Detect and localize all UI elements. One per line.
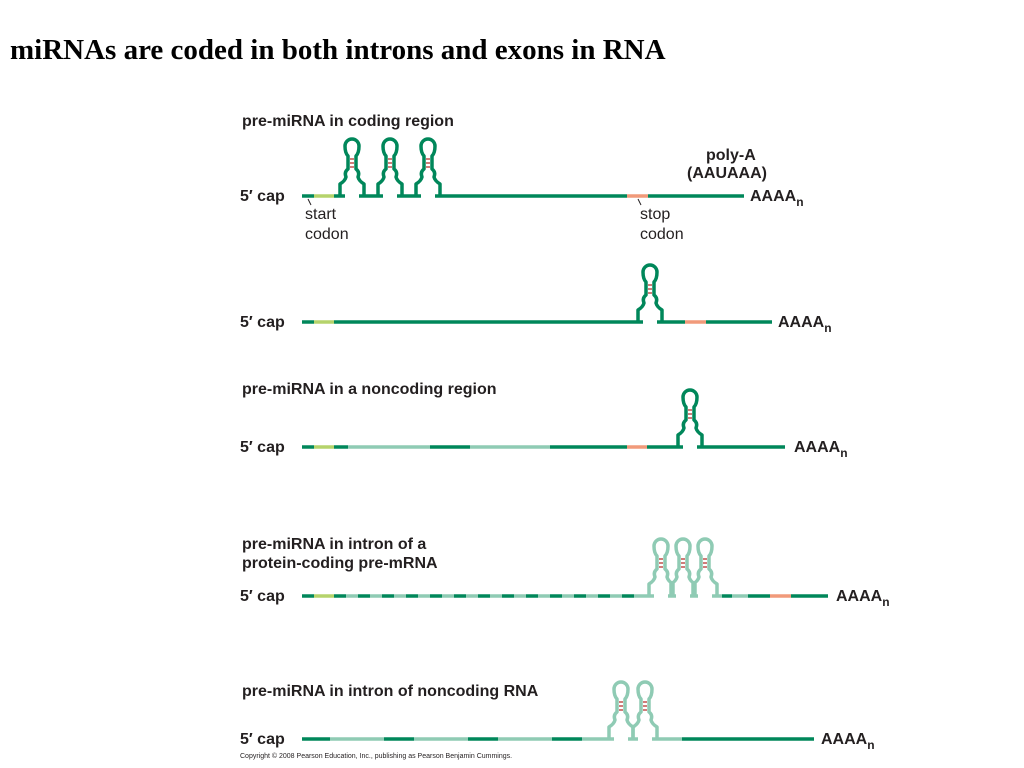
panel-intron-protein-coding: pre-miRNA in intron of a protein-coding … (240, 536, 890, 609)
pre-mirna-hairpin (691, 537, 719, 598)
pre-mirna-hairpin (631, 680, 659, 741)
base-pair-ticks (643, 701, 647, 711)
base-pair-ticks (688, 409, 692, 419)
start-codon-label: codon (305, 226, 349, 243)
panel-noncoding-region: pre-miRNA in a noncoding region 5′ cap A… (240, 381, 848, 460)
panel-intron-noncoding: pre-miRNA in intron of noncoding RNA 5′ … (240, 680, 875, 752)
pre-mirna-hairpin (669, 537, 697, 598)
base-pair-ticks (426, 158, 430, 168)
five-prime-cap-label: 5′ cap (240, 439, 285, 456)
panel-heading: protein-coding pre-mRNA (242, 555, 438, 572)
poly-a-tail-label: AAAAn (778, 314, 832, 335)
poly-a-signal-sequence: (AAUAAA) (687, 165, 767, 182)
copyright-notice: Copyright © 2008 Pearson Education, Inc.… (240, 752, 512, 760)
pre-mirna-hairpin (338, 137, 366, 198)
base-pair-ticks (350, 158, 354, 168)
base-pair-ticks (659, 558, 663, 568)
panel-heading: pre-miRNA in coding region (242, 113, 454, 130)
pre-mirna-hairpin (414, 137, 442, 198)
five-prime-cap-label: 5′ cap (240, 188, 285, 205)
slide-title: miRNAs are coded in both introns and exo… (10, 34, 666, 66)
panel-heading: pre-miRNA in intron of a (242, 536, 426, 553)
five-prime-cap-label: 5′ cap (240, 731, 285, 748)
poly-a-tail-label: AAAAn (794, 439, 848, 460)
pre-mirna-hairpin (376, 137, 404, 198)
poly-a-tail-label: AAAAn (821, 731, 875, 752)
pre-mirna-hairpin (607, 680, 635, 741)
panel-heading: pre-miRNA in a noncoding region (242, 381, 497, 398)
pre-mirna-hairpin (647, 537, 675, 598)
stop-codon-pointer (637, 198, 642, 206)
base-pair-ticks (703, 558, 707, 568)
five-prime-cap-label: 5′ cap (240, 314, 285, 331)
base-pair-ticks (681, 558, 685, 568)
poly-a-signal-label: poly-A (706, 147, 756, 164)
poly-a-tail-label: AAAAn (836, 588, 890, 609)
panel-coding-region-3prime: 5′ cap AAAAn (240, 263, 832, 335)
start-codon-pointer (307, 198, 312, 206)
start-codon-label: start (305, 206, 337, 223)
poly-a-tail-label: AAAAn (750, 188, 804, 209)
base-pair-ticks (648, 284, 652, 294)
pre-mirna-hairpin (636, 263, 664, 324)
five-prime-cap-label: 5′ cap (240, 588, 285, 605)
pre-mirna-hairpin (676, 388, 704, 449)
stop-codon-label: stop (640, 206, 670, 223)
panel-coding-region: pre-miRNA in coding region poly-A (AAUAA… (240, 113, 804, 243)
panel-heading: pre-miRNA in intron of noncoding RNA (242, 683, 539, 700)
base-pair-ticks (388, 158, 392, 168)
stop-codon-label: codon (640, 226, 684, 243)
base-pair-ticks (619, 701, 623, 711)
